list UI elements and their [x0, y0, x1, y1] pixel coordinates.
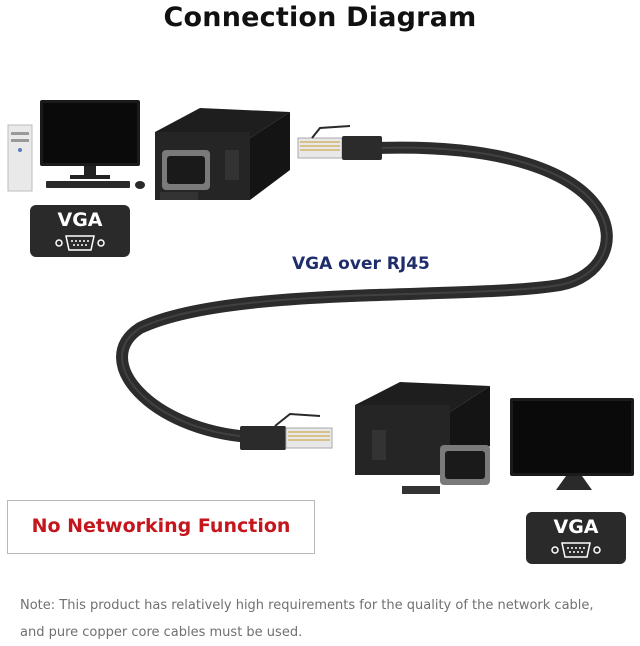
display-vga-label: VGA	[553, 516, 599, 538]
vga-adapter-icon	[155, 108, 290, 200]
rj45-plug-icon	[240, 412, 333, 450]
monitor-icon	[510, 398, 634, 490]
monitor-icon	[40, 100, 140, 179]
cable-label: VGA over RJ45	[292, 254, 430, 274]
keyboard-icon	[46, 181, 130, 188]
display-vga-badge: VGA	[526, 512, 626, 564]
source-vga-label: VGA	[57, 209, 103, 231]
vga-port-icon	[551, 542, 601, 558]
note-line-2: and pure copper core cables must be used…	[20, 625, 303, 640]
vga-port-icon	[55, 235, 105, 251]
rj45-plug-icon	[297, 125, 382, 160]
product-note: Note: This product has relatively high r…	[20, 592, 632, 646]
warning-text: No Networking Function	[31, 515, 291, 537]
vga-adapter-icon	[355, 382, 490, 494]
warning-box: No Networking Function	[7, 500, 315, 554]
diagram-title: Connection Diagram	[163, 2, 477, 33]
computer-tower-icon	[7, 124, 33, 192]
note-line-1: Note: This product has relatively high r…	[20, 598, 594, 613]
mouse-icon	[135, 181, 145, 189]
source-vga-badge: VGA	[30, 205, 130, 257]
